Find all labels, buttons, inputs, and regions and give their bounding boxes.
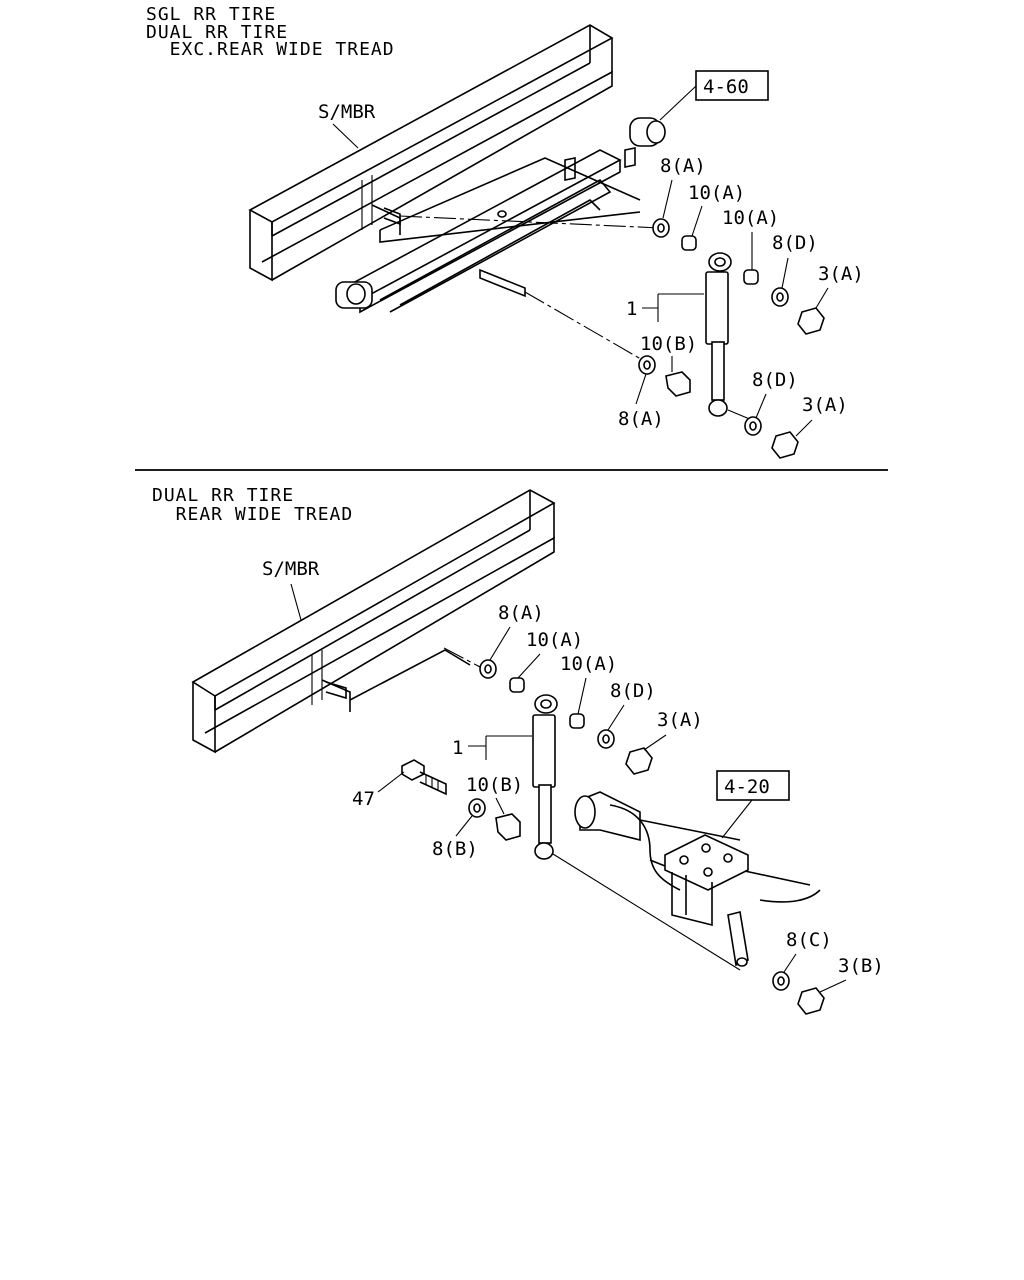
- top-callout-10a-1: 10(A): [688, 182, 745, 204]
- bottom-callout-10b: 10(B): [466, 774, 523, 796]
- top-callout-1: 1: [626, 298, 637, 320]
- bottom-ref-box-label: 4-20: [724, 776, 770, 798]
- bottom-callout-8a: 8(A): [498, 602, 544, 624]
- top-heading-line-1: SGL RR TIRE: [146, 4, 276, 25]
- top-heading-line-3: EXC.REAR WIDE TREAD: [146, 39, 395, 60]
- bottom-callout-8b: 8(B): [432, 838, 478, 860]
- top-side-member: [248, 24, 614, 282]
- bottom-axle-housing: [574, 791, 821, 967]
- top-ref-box: [695, 70, 769, 101]
- top-callout-3a-lower: 3(A): [802, 394, 848, 416]
- bottom-callout-8c: 8(C): [786, 929, 832, 951]
- bottom-hardware: [468, 659, 825, 1015]
- bottom-callout-10a-2: 10(A): [560, 653, 617, 675]
- top-callout-8a-upper: 8(A): [660, 155, 706, 177]
- top-callout-3a-upper: 3(A): [818, 263, 864, 285]
- top-hardware: [638, 218, 825, 459]
- bottom-smbr-label: S/MBR: [262, 558, 320, 580]
- top-callout-10a-2: 10(A): [722, 207, 779, 229]
- bottom-callout-3b: 3(B): [838, 955, 884, 977]
- bottom-heading-line-1: DUAL RR TIRE: [152, 485, 294, 506]
- bottom-callout-8d: 8(D): [610, 680, 656, 702]
- top-smbr-label: S/MBR: [318, 101, 376, 123]
- bottom-ref-box: [716, 770, 790, 801]
- bottom-callout-1: 1: [452, 737, 463, 759]
- section-top: SGL RR TIRE DUAL RR TIRE EXC.REAR WIDE T…: [146, 4, 864, 459]
- top-callout-8a-lower: 8(A): [618, 408, 664, 430]
- top-callout-10b: 10(B): [640, 333, 697, 355]
- bottom-shock-absorber: [532, 694, 741, 971]
- top-callout-8d-lower: 8(D): [752, 369, 798, 391]
- bottom-callout-3a: 3(A): [657, 709, 703, 731]
- top-shock-absorber: [705, 252, 753, 421]
- top-ref-box-label: 4-60: [703, 76, 749, 98]
- top-callout-8d-upper: 8(D): [772, 232, 818, 254]
- bottom-heading-line-2: REAR WIDE TREAD: [152, 504, 353, 525]
- bottom-callout-47: 47: [352, 788, 375, 810]
- top-leaf-spring: [335, 117, 666, 314]
- section-bottom: DUAL RR TIRE REAR WIDE TREAD S/MBR: [152, 485, 884, 1015]
- top-heading-line-2: DUAL RR TIRE: [146, 22, 288, 43]
- bottom-bolt-47: [401, 759, 447, 796]
- bottom-callout-10a-1: 10(A): [526, 629, 583, 651]
